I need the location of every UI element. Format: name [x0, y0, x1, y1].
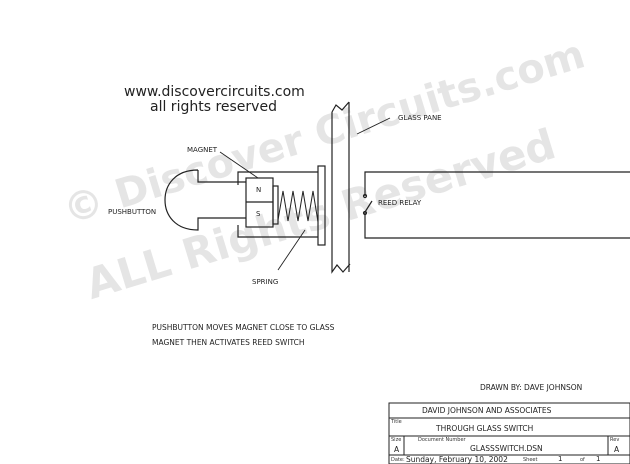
tb-sheet: 1 [558, 455, 563, 463]
tb-title: THROUGH GLASS SWITCH [436, 424, 534, 433]
flange-plate [317, 165, 326, 246]
tb-size: A [394, 445, 400, 454]
rights-text: all rights reserved [150, 99, 277, 115]
tb-rev-label: Rev [610, 437, 620, 443]
drawn-by: DRAWN BY: DAVE JOHNSON [480, 383, 583, 392]
note-line-1: PUSHBUTTON MOVES MAGNET CLOSE TO GLASS [152, 323, 335, 332]
magnet-plate [272, 185, 279, 225]
tb-sheets: 1 [596, 455, 601, 463]
label-glass-pane: GLASS PANE [398, 114, 442, 122]
label-spring: SPRING [252, 278, 279, 286]
label-pushbutton: PUSHBUTTON [108, 208, 157, 216]
pushbutton-dome [164, 169, 246, 231]
title-block [388, 402, 630, 464]
housing [237, 171, 318, 238]
label-reed-relay: REED RELAY [378, 199, 422, 207]
tb-doc: GLASSSWITCH.DSN [470, 444, 543, 453]
label-north: N [256, 186, 262, 194]
tb-date-label: Date: [391, 457, 405, 463]
reed-relay [364, 171, 630, 239]
label-magnet: MAGNET [187, 146, 218, 154]
note-line-2: MAGNET THEN ACTIVATES REED SWITCH [152, 338, 305, 347]
tb-title-label: Title [391, 419, 402, 425]
tb-company: DAVID JOHNSON AND ASSOCIATES [422, 406, 552, 415]
site-url: www.discovercircuits.com [124, 84, 305, 100]
tb-doc-label: Document Number [418, 437, 466, 443]
glass-pane [331, 101, 351, 274]
tb-size-label: Size [391, 437, 402, 443]
label-south: S [256, 210, 261, 218]
tb-rev: A [614, 445, 620, 454]
tb-of-label: of [580, 457, 585, 463]
spring [277, 190, 319, 223]
tb-date: Sunday, February 10, 2002 [406, 455, 508, 464]
tb-sheet-label: Sheet [523, 457, 538, 463]
